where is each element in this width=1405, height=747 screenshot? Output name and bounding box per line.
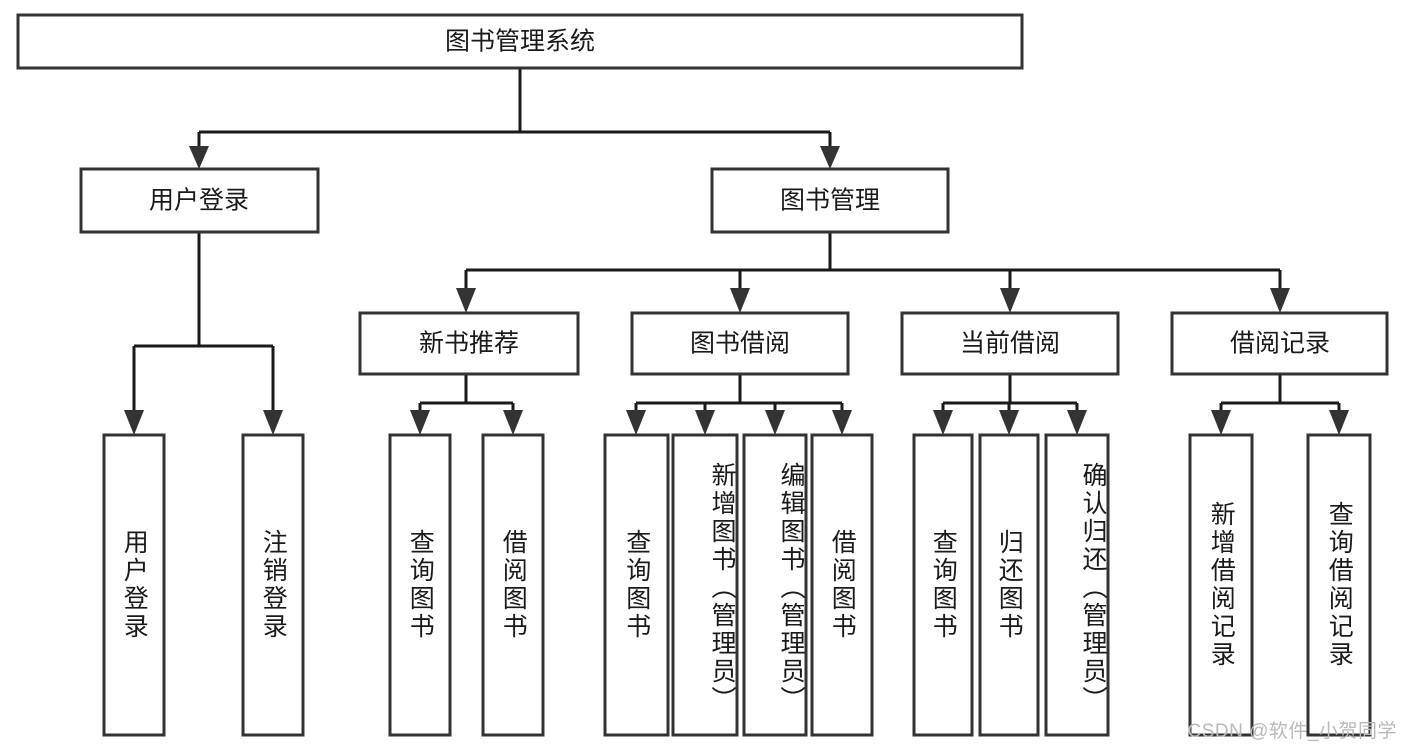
arrow-head-to-leaf-add-book bbox=[695, 410, 715, 435]
node-label-new-book-recommend: 新书推荐 bbox=[419, 330, 519, 358]
node-box-leaf-return-book[interactable] bbox=[978, 433, 1040, 737]
node-box-new-book-recommend[interactable] bbox=[358, 311, 580, 376]
node-box-leaf-add-book[interactable] bbox=[671, 433, 739, 737]
arrow-head-to-leaf-logout-login bbox=[263, 410, 283, 435]
node-box-leaf-query-book-3[interactable] bbox=[912, 433, 974, 737]
node-box-leaf-query-book-1[interactable] bbox=[388, 433, 452, 737]
connector-group-user-login bbox=[124, 232, 283, 435]
arrow-head-to-leaf-borrow-book-2 bbox=[832, 410, 852, 435]
node-box-book-manage[interactable] bbox=[710, 167, 950, 234]
node-box-leaf-user-login[interactable] bbox=[102, 433, 166, 737]
arrow-head-to-leaf-borrow-book-1 bbox=[503, 410, 523, 435]
arrow-head-to-leaf-query-book-3 bbox=[933, 410, 953, 435]
arrow-head-to-leaf-query-book-2 bbox=[626, 410, 646, 435]
node-label-borrow-record: 借阅记录 bbox=[1230, 330, 1330, 358]
connector-group-book-borrow bbox=[626, 374, 852, 435]
arrow-head-to-user-login bbox=[189, 146, 209, 169]
node-box-leaf-logout-login[interactable] bbox=[241, 433, 305, 737]
connector-group-root bbox=[189, 68, 840, 169]
node-box-book-borrow[interactable] bbox=[630, 311, 850, 376]
node-box-root[interactable] bbox=[16, 13, 1024, 70]
node-label-root: 图书管理系统 bbox=[445, 28, 595, 56]
connector-group-current-borrow bbox=[933, 374, 1087, 435]
node-box-current-borrow[interactable] bbox=[900, 311, 1120, 376]
node-box-leaf-borrow-book-2[interactable] bbox=[810, 433, 874, 737]
node-box-user-login[interactable] bbox=[79, 167, 320, 234]
arrow-head-to-current-borrow bbox=[1000, 288, 1020, 313]
node-box-leaf-edit-book[interactable] bbox=[742, 433, 808, 737]
arrow-head-to-leaf-edit-book bbox=[765, 410, 785, 435]
arrow-head-to-new-book-recommend bbox=[456, 288, 476, 313]
watermark-text: CSDN @软件_小贺同学 bbox=[1187, 721, 1397, 742]
node-box-borrow-record[interactable] bbox=[1170, 311, 1389, 376]
connector-group-new-book-recommend bbox=[410, 374, 523, 435]
connector-group-borrow-record bbox=[1211, 374, 1349, 435]
arrow-head-to-leaf-add-record bbox=[1211, 410, 1231, 435]
connector-group-book-manage bbox=[456, 232, 1290, 313]
node-box-leaf-borrow-book-1[interactable] bbox=[481, 433, 545, 737]
arrow-head-to-leaf-confirm-return bbox=[1067, 410, 1087, 435]
arrow-head-to-leaf-return-book bbox=[999, 410, 1019, 435]
node-box-leaf-add-record[interactable] bbox=[1188, 433, 1254, 737]
arrow-head-to-leaf-user-login bbox=[124, 410, 144, 435]
arrow-head-to-book-manage bbox=[820, 146, 840, 169]
node-box-leaf-query-record[interactable] bbox=[1306, 433, 1372, 737]
node-label-user-login: 用户登录 bbox=[149, 187, 249, 215]
node-box-leaf-confirm-return[interactable] bbox=[1044, 433, 1110, 737]
node-label-current-borrow: 当前借阅 bbox=[960, 330, 1060, 358]
arrow-head-to-borrow-record bbox=[1270, 288, 1290, 313]
node-label-book-borrow: 图书借阅 bbox=[690, 330, 790, 358]
arrow-head-to-leaf-query-book-1 bbox=[410, 410, 430, 435]
node-box-leaf-query-book-2[interactable] bbox=[603, 433, 670, 737]
node-label-book-manage: 图书管理 bbox=[780, 187, 880, 215]
arrow-head-to-leaf-query-record bbox=[1329, 410, 1349, 435]
arrow-head-to-book-borrow bbox=[730, 288, 750, 313]
